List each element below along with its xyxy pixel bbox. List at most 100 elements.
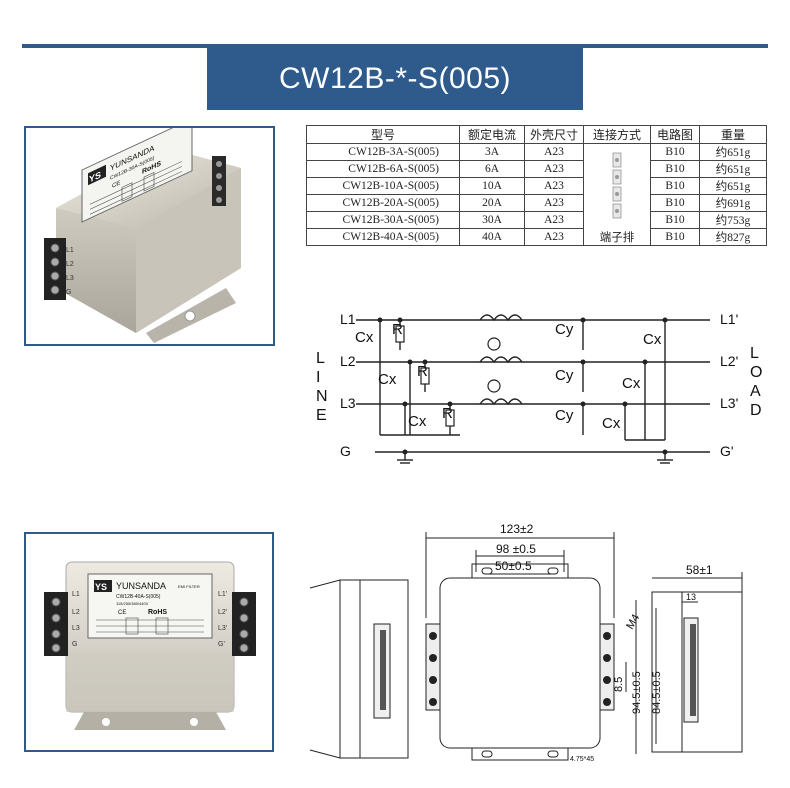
table-row: CW12B-30A-S(005) 30A A23 B10 约753g	[306, 211, 767, 229]
load-side-letter-3: A	[750, 383, 761, 400]
cell-case: A23	[524, 143, 584, 161]
line-side-letter-3: N	[316, 388, 328, 405]
terminal-block-left	[44, 238, 66, 300]
term-label-bottom-l1o: L1'	[218, 591, 227, 598]
line-side-letter-1: L	[316, 350, 325, 367]
dim-depth: 58±1	[686, 563, 713, 577]
term-label-top-1: L1	[66, 247, 74, 254]
rating-text-bottom: 115/250/380/440V	[116, 601, 149, 606]
term-label-top-4: G	[66, 289, 71, 296]
table-row: CW12B-20A-S(005) 20A A23 B10 约691g	[306, 194, 767, 212]
input-label-l3: L3	[340, 395, 356, 411]
cell-model: CW12B-6A-S(005)	[306, 160, 460, 178]
tag-text-bottom: EMI FILTER	[178, 584, 200, 589]
dim-total-width: 123±2	[500, 522, 534, 536]
terminal-block-right	[212, 156, 226, 206]
dim-slot: 4.75*45	[570, 756, 594, 763]
cell-weight: 约651g	[699, 160, 767, 178]
cell-circuit: B10	[650, 194, 700, 212]
cell-case: A23	[524, 160, 584, 178]
cell-model: CW12B-40A-S(005)	[306, 228, 460, 246]
line-side-letter-2: I	[316, 369, 320, 386]
load-side-letter-4: D	[750, 402, 762, 419]
load-side-letter-2: O	[750, 364, 762, 381]
cell-case: A23	[524, 177, 584, 195]
cell-model: CW12B-3A-S(005)	[306, 143, 460, 161]
cell-weight: 约691g	[699, 194, 767, 212]
input-label-g: G	[340, 443, 351, 459]
cell-weight: 约827g	[699, 228, 767, 246]
cx-label-1: Cx	[355, 329, 374, 346]
dim-mount-pitch: 98 ±0.5	[496, 542, 536, 556]
brand-text-bottom: YUNSANDA	[116, 581, 166, 591]
dim-height-b: 84.5±0.5	[651, 671, 663, 714]
cell-weight: 约753g	[699, 211, 767, 229]
table-row: CW12B-3A-S(005) 3A A23 端子排 B10 约651g	[306, 143, 767, 246]
cell-weight: 约651g	[699, 177, 767, 195]
terminal-strip-icon	[612, 152, 622, 219]
spec-table-header: 型号 额定电流 外壳尺寸 连接方式 电路图 重量	[306, 125, 767, 144]
term-label-bottom-l2o: L2'	[218, 609, 227, 616]
page-title: CW12B-*-S(005)	[207, 48, 583, 110]
cell-circuit: B10	[650, 177, 700, 195]
dim-height-a: 94.5±0.5	[631, 671, 643, 714]
col-case: 外壳尺寸	[524, 125, 584, 144]
cell-case: A23	[524, 194, 584, 212]
cell-current: 3A	[459, 143, 525, 161]
output-label-l3: L3'	[720, 395, 738, 411]
term-label-bottom-go: G'	[218, 641, 225, 648]
line-side-letter-4: E	[316, 407, 327, 424]
cell-connection: 端子排	[583, 143, 651, 246]
dim-inner-pitch: 50±0.5	[495, 559, 532, 573]
cell-weight: 约651g	[699, 143, 767, 161]
col-model: 型号	[306, 125, 460, 144]
cell-circuit: B10	[650, 211, 700, 229]
logo-text-bottom: YS	[95, 582, 107, 592]
term-label-bottom-l3o: L3'	[218, 625, 227, 632]
cell-case: A23	[524, 228, 584, 246]
cell-circuit: B10	[650, 228, 700, 246]
circuit-diagram: L1 L2 L3 G L1' L2' L3' G' L I N E L O A …	[316, 311, 762, 464]
input-label-l1: L1	[340, 311, 356, 327]
cell-model: CW12B-10A-S(005)	[306, 177, 460, 195]
r-label-3: R	[442, 405, 453, 422]
product-photo-bottom: YS YUNSANDA EMI FILTER CW12B-40A-S(005) …	[24, 532, 274, 752]
term-label-top-2: L2	[66, 261, 74, 268]
load-side-letter-1: L	[750, 345, 759, 362]
rohs-mark-bottom: RoHS	[148, 609, 167, 616]
cell-current: 30A	[459, 211, 525, 229]
output-label-l1: L1'	[720, 311, 738, 327]
cell-current: 40A	[459, 228, 525, 246]
cell-current: 10A	[459, 177, 525, 195]
cell-model: CW12B-20A-S(005)	[306, 194, 460, 212]
table-row: CW12B-10A-S(005) 10A A23 B10 约651g	[306, 177, 767, 195]
connection-label: 端子排	[599, 232, 635, 244]
col-current: 额定电流	[459, 125, 525, 144]
cx-label-3: Cx	[408, 413, 427, 430]
terminal-block-left	[44, 592, 68, 656]
cy-label-2: Cy	[555, 367, 574, 384]
dim-screw: M4	[624, 612, 642, 631]
col-circuit: 电路图	[650, 125, 700, 144]
cx-label-2: Cx	[378, 371, 397, 388]
cell-circuit: B10	[650, 160, 700, 178]
cell-current: 20A	[459, 194, 525, 212]
dim-small-offset: 13	[686, 592, 696, 602]
product-photo-top: YS YUNSANDA CW12B-30A-S(005) CE RoHS L1 …	[24, 126, 275, 346]
filter-illustration-bottom: YS YUNSANDA EMI FILTER CW12B-40A-S(005) …	[44, 561, 256, 730]
spec-table: 型号 额定电流 外壳尺寸 连接方式 电路图 重量 CW12B-3A-S(005)…	[306, 125, 767, 246]
header-rule	[22, 44, 768, 48]
cy-label-3: Cy	[555, 407, 574, 424]
filter-illustration-top: YS YUNSANDA CW12B-30A-S(005) CE RoHS L1 …	[44, 128, 241, 343]
col-connection: 连接方式	[583, 125, 651, 144]
term-label-bottom-g: G	[72, 641, 77, 648]
terminal-block-right	[232, 592, 256, 656]
ce-mark-top: CE	[112, 179, 120, 190]
table-row: CW12B-6A-S(005) 6A A23 B10 约651g	[306, 160, 767, 178]
output-label-g: G'	[720, 443, 734, 459]
cx-label-6: Cx	[602, 415, 621, 432]
term-label-top-3: L3	[66, 275, 74, 282]
input-label-l2: L2	[340, 353, 356, 369]
term-label-bottom-l2: L2	[72, 609, 80, 616]
r-label-1: R	[392, 321, 403, 338]
